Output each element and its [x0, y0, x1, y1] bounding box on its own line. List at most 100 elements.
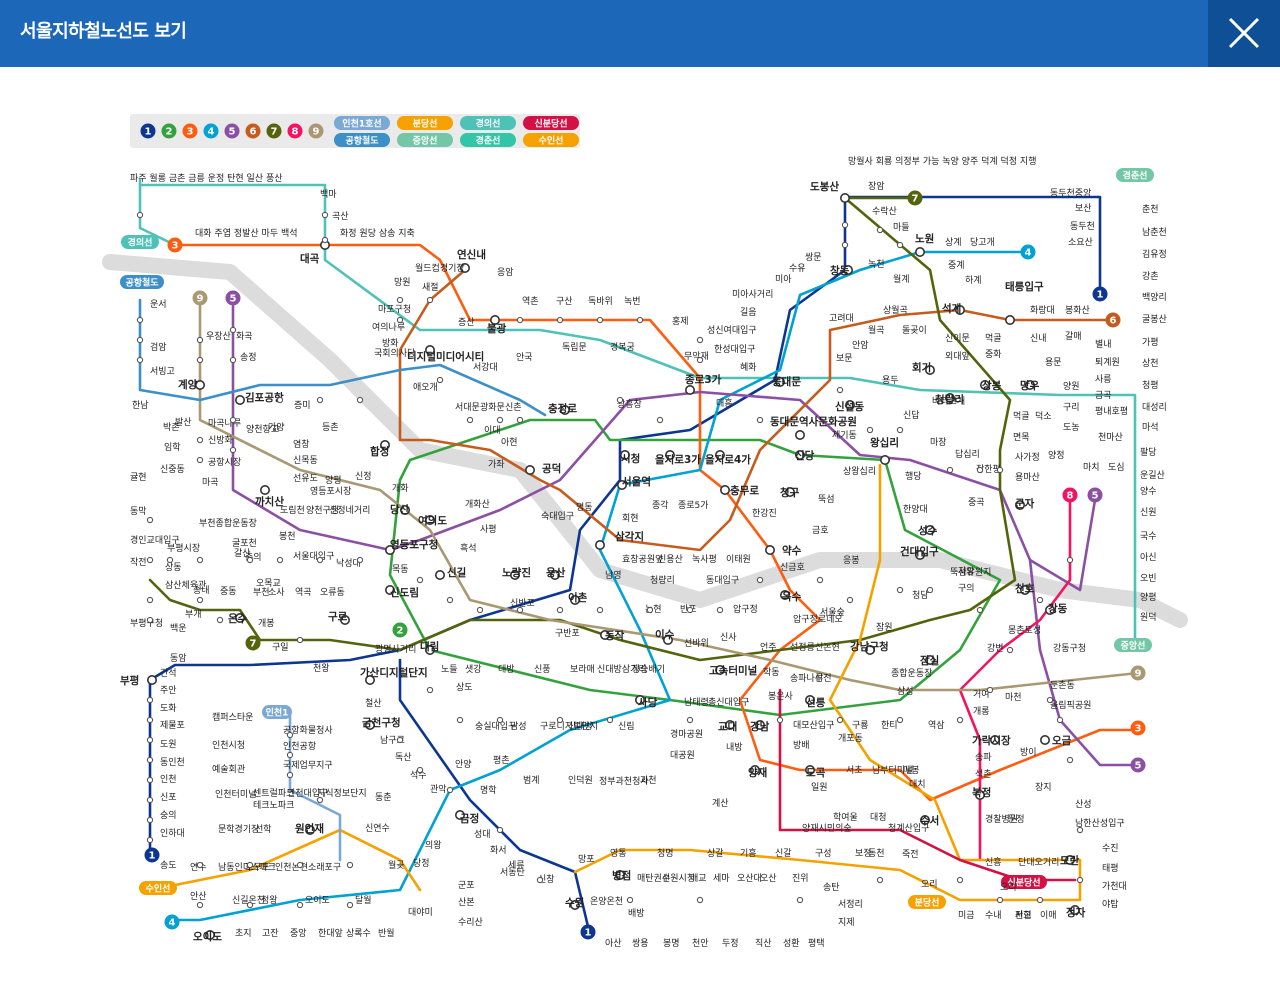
- station-dot-78[interactable]: [146, 776, 154, 784]
- station-label-95[interactable]: 압구정: [733, 603, 758, 615]
- station-jongno3[interactable]: 종로3가: [685, 373, 722, 386]
- station-label-83[interactable]: 신답: [903, 409, 920, 421]
- station-label-200[interactable]: 송내: [193, 585, 210, 596]
- station-label-284[interactable]: 증미: [294, 400, 311, 411]
- station-label-237[interactable]: 대모산입구: [793, 719, 834, 731]
- station-label-155[interactable]: 아산: [605, 938, 622, 949]
- station-label-88[interactable]: 한양대: [903, 504, 928, 515]
- station-label-195[interactable]: 주안: [160, 685, 177, 696]
- station-label-121[interactable]: 태평: [1102, 863, 1119, 874]
- station-dot-5[interactable]: [876, 226, 884, 234]
- station-label-125[interactable]: 서현: [1015, 910, 1032, 921]
- transfer-wangsimni[interactable]: [879, 454, 890, 465]
- station-dot-30[interactable]: [426, 686, 434, 694]
- station-dot-45[interactable]: [1066, 756, 1074, 764]
- station-dot-88[interactable]: [296, 901, 304, 909]
- station-label-363[interactable]: 부평시장: [167, 543, 200, 554]
- transfer-singil[interactable]: [434, 569, 445, 580]
- station-dot-27[interactable]: [556, 716, 564, 724]
- station-taereung[interactable]: 태릉입구: [1005, 280, 1044, 293]
- station-dot-56[interactable]: [686, 606, 694, 614]
- station-city_hall[interactable]: 시청: [621, 452, 640, 465]
- station-label-36[interactable]: 한성대입구: [714, 343, 755, 355]
- station-label-137[interactable]: 망포: [578, 854, 595, 865]
- station-label-23[interactable]: 마들: [893, 222, 910, 233]
- station-label-178[interactable]: 오이도: [305, 895, 330, 906]
- station-label-3[interactable]: 화정 원당 삼송 지축: [340, 228, 415, 239]
- station-label-288[interactable]: 신방화: [208, 435, 233, 446]
- station-label-163[interactable]: 의왕: [425, 840, 442, 851]
- station-dot-75[interactable]: [146, 716, 154, 724]
- transfer-euljiro4[interactable]: [714, 449, 725, 460]
- transfer-konkuk[interactable]: [914, 549, 925, 560]
- station-label-325[interactable]: 종각: [652, 499, 669, 511]
- station-dongdaemun[interactable]: 동대문: [772, 375, 801, 388]
- transfer-kkachisan[interactable]: [259, 484, 270, 495]
- station-dot-69[interactable]: [166, 556, 174, 564]
- station-label-259[interactable]: 신풍: [534, 664, 551, 675]
- transfer-gunja[interactable]: [1014, 499, 1025, 510]
- station-dot-33[interactable]: [446, 786, 454, 794]
- station-label-210[interactable]: 철산: [365, 698, 382, 709]
- station-label-279[interactable]: 영등포시장: [310, 486, 351, 497]
- station-konkuk[interactable]: 건대입구: [900, 545, 939, 558]
- station-seongsu[interactable]: 성수: [918, 524, 938, 537]
- station-label-268[interactable]: 신림: [618, 720, 635, 732]
- station-label-220[interactable]: 정부과천청사: [599, 776, 649, 787]
- station-label-324[interactable]: 대흥: [716, 397, 733, 409]
- station-label-60[interactable]: 팔당: [1140, 446, 1157, 458]
- station-label-202[interactable]: 부천: [253, 587, 270, 598]
- station-dot-40[interactable]: [956, 876, 964, 884]
- station-label-166[interactable]: 산본: [458, 897, 475, 908]
- station-label-213[interactable]: 석수: [410, 770, 427, 781]
- station-label-266[interactable]: 구로디지털단지: [540, 720, 598, 732]
- station-label-291[interactable]: 발산: [175, 417, 192, 428]
- station-label-77[interactable]: 사가정: [1015, 452, 1040, 463]
- station-label-154[interactable]: 쌍용: [632, 938, 649, 949]
- station-samgakji[interactable]: 삼각지: [615, 530, 644, 543]
- station-onsu[interactable]: 온수: [228, 613, 248, 625]
- station-label-96[interactable]: 신사: [720, 632, 737, 643]
- transfer-dogok[interactable]: [804, 764, 815, 775]
- station-label-219[interactable]: 인덕원: [568, 775, 593, 786]
- transfer-cheongnyangni[interactable]: [944, 392, 955, 403]
- station-label-160[interactable]: 세류: [508, 860, 525, 871]
- station-label-283[interactable]: 등촌: [322, 422, 339, 433]
- transfer-nowon[interactable]: [914, 247, 925, 258]
- station-label-56[interactable]: 평내호평: [1095, 406, 1128, 417]
- station-gangnam[interactable]: 강남: [750, 720, 770, 733]
- station-label-248[interactable]: 신논현: [815, 642, 840, 653]
- station-label-116[interactable]: 산성: [1075, 799, 1092, 810]
- station-dot-24[interactable]: [776, 716, 784, 724]
- station-dot-90[interactable]: [286, 731, 294, 739]
- station-label-98[interactable]: 청담: [912, 589, 929, 601]
- station-dot-25[interactable]: [686, 716, 694, 724]
- station-label-9[interactable]: 소요산: [1068, 237, 1093, 248]
- station-dot-9[interactable]: [616, 396, 624, 404]
- station-dot-95[interactable]: [216, 616, 224, 624]
- station-label-294[interactable]: 송정: [240, 352, 257, 363]
- station-label-74[interactable]: 덕소: [1035, 411, 1052, 422]
- station-label-193[interactable]: 제물포: [160, 720, 185, 731]
- station-label-15[interactable]: 굴봉산: [1142, 314, 1167, 325]
- station-label-176[interactable]: 신길온천: [232, 895, 265, 906]
- station-dot-66[interactable]: [276, 556, 284, 564]
- station-label-234[interactable]: 대청: [870, 812, 887, 823]
- station-gasan[interactable]: 가산디지털단지: [360, 666, 428, 679]
- station-label-263[interactable]: 상도: [456, 682, 473, 693]
- station-dot-82[interactable]: [196, 861, 204, 869]
- station-label-218[interactable]: 범계: [523, 774, 540, 786]
- station-label-149[interactable]: 성환: [783, 937, 800, 949]
- station-label-141[interactable]: 세마: [713, 873, 730, 884]
- station-label-215[interactable]: 안양: [455, 759, 472, 770]
- station-dot-104[interactable]: [196, 456, 204, 464]
- station-dot-102[interactable]: [196, 356, 204, 364]
- station-label-130[interactable]: 보정: [855, 848, 872, 859]
- station-label-112[interactable]: 석촌: [975, 769, 992, 780]
- station-yeongdeungpo[interactable]: 영등포구청: [390, 538, 438, 551]
- station-gimpo[interactable]: 김포공항: [245, 391, 284, 404]
- station-dot-19[interactable]: [1036, 596, 1044, 604]
- station-label-307[interactable]: 구산: [556, 296, 573, 307]
- station-label-214[interactable]: 관악: [430, 783, 447, 795]
- station-dot-6[interactable]: [896, 241, 904, 249]
